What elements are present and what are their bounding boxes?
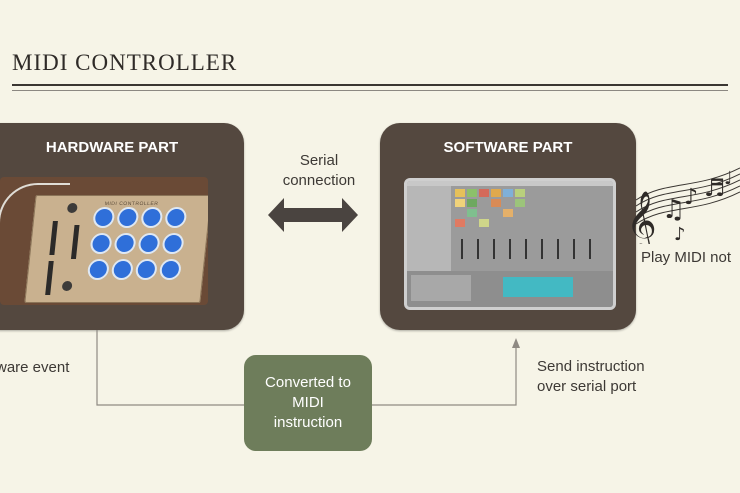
converter-line2: MIDI	[292, 394, 324, 411]
daw-arrangement	[407, 271, 613, 307]
music-notes-icon: 𝄞 ♫ ♪ ♬ ♩ ♪	[626, 167, 740, 244]
daw-menubar	[407, 181, 613, 186]
usb-cable	[0, 183, 70, 225]
svg-text:♪: ♪	[684, 185, 698, 210]
fader	[461, 239, 463, 259]
title-rule-thin	[12, 90, 728, 91]
serial-label-line1: Serial	[299, 152, 339, 169]
hardware-panel-title: HARDWARE PART	[45, 139, 179, 156]
clip	[455, 199, 465, 207]
device-view	[411, 275, 471, 301]
converter-line3: instruction	[273, 414, 343, 431]
midi-converter-box: Converted to MIDI instruction	[244, 355, 372, 451]
send-instruction-label: Send instruction over serial port	[537, 357, 645, 397]
title-rule-thick	[12, 84, 728, 86]
clip	[467, 199, 477, 207]
double-arrow-icon	[268, 198, 358, 232]
clip	[491, 189, 501, 197]
fader	[541, 239, 543, 259]
svg-text:♩: ♩	[724, 168, 733, 189]
software-panel-title: SOFTWARE PART	[443, 139, 573, 156]
svg-text:𝄞: 𝄞	[626, 191, 657, 244]
svg-text:♬: ♬	[704, 174, 726, 202]
svg-text:♫: ♫	[662, 195, 685, 225]
fader	[509, 239, 511, 259]
clip	[479, 189, 489, 197]
send-line2: over serial port	[537, 378, 637, 395]
daw-browser	[407, 186, 451, 271]
clip	[467, 209, 477, 217]
hardware-photo: MIDI CONTROLLER	[0, 177, 208, 305]
converter-line1: Converted to	[265, 374, 351, 391]
clip	[503, 209, 513, 217]
hardware-event-label: ware event	[0, 359, 70, 376]
clip-lane	[503, 277, 573, 297]
fader	[557, 239, 559, 259]
fader	[493, 239, 495, 259]
fader	[525, 239, 527, 259]
clip	[515, 199, 525, 207]
clip	[455, 219, 465, 227]
fader	[573, 239, 575, 259]
play-midi-label: Play MIDI not	[641, 249, 732, 266]
serial-label-line2: connection	[282, 172, 356, 189]
svg-text:♪: ♪	[674, 224, 686, 244]
clip	[479, 219, 489, 227]
daw-screenshot	[404, 178, 616, 310]
software-panel: SOFTWARE PART	[380, 123, 636, 330]
fader	[589, 239, 591, 259]
hardware-panel: HARDWARE PART MIDI CONTROLLER	[0, 123, 244, 330]
clip	[491, 199, 501, 207]
clip	[455, 189, 465, 197]
clip	[503, 189, 513, 197]
fader	[477, 239, 479, 259]
send-line1: Send instruction	[537, 358, 645, 375]
clip	[515, 189, 525, 197]
serial-connection-label: Serial connection	[274, 151, 364, 191]
clip	[467, 189, 477, 197]
page-title: MIDI CONTROLLER	[12, 50, 238, 75]
